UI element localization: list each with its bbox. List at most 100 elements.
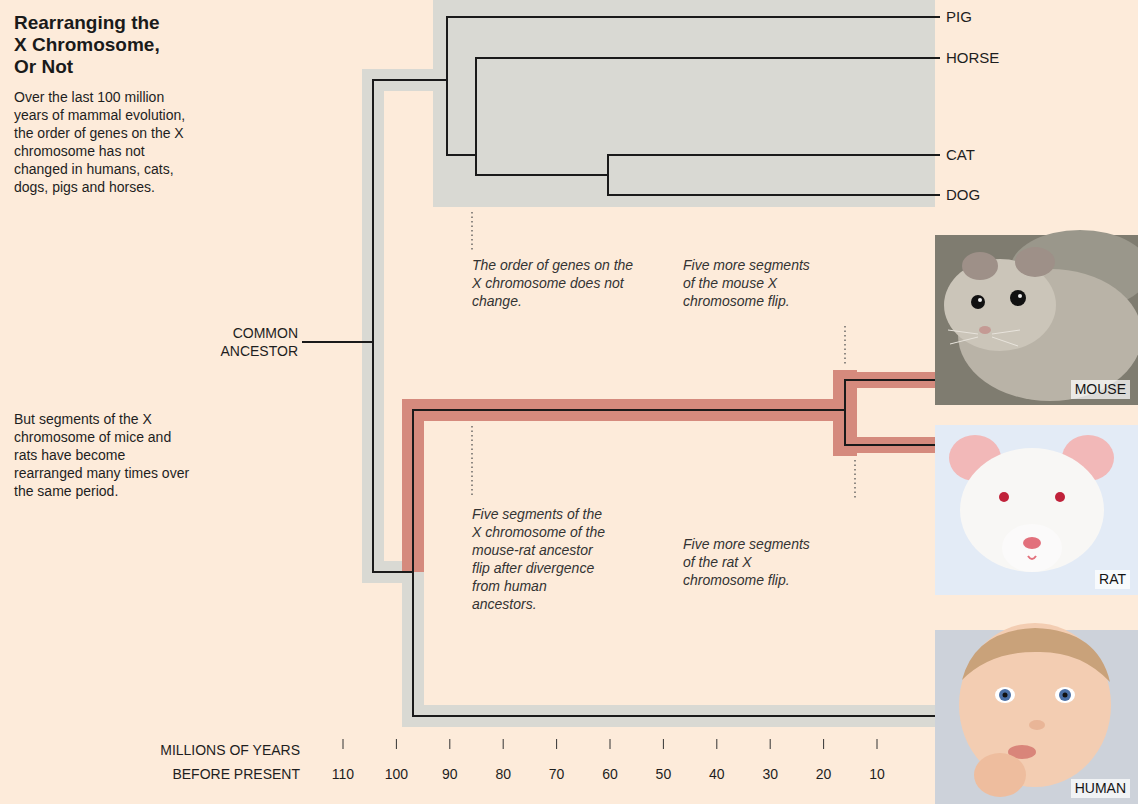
- species-photo: MOUSE: [935, 235, 1138, 405]
- baby-pupil: [1063, 693, 1068, 698]
- axis-title-box: MILLIONS OF YEARS BEFORE PRESENT: [125, 738, 300, 786]
- baby-eye: [995, 687, 1015, 703]
- axis-tick: [663, 739, 664, 749]
- axis-tick-label-box: 30: [748, 764, 792, 784]
- axis-tick-label-box: 90: [428, 764, 472, 784]
- node-label: COMMON ANCESTOR: [212, 324, 298, 360]
- axis-tick: [396, 739, 397, 749]
- baby-hand: [974, 753, 1026, 797]
- hamster-ear: [1015, 247, 1055, 277]
- annotation: Five more segments of the rat X chromoso…: [683, 535, 818, 589]
- axis-tick-label: 100: [374, 764, 418, 784]
- axis-tick-label-box: 20: [802, 764, 846, 784]
- species-label: DOG: [940, 186, 980, 204]
- eye-glint: [978, 298, 982, 302]
- annotation: Five segments of the X chromosome of the…: [472, 505, 612, 613]
- axis-tick-label-box: 60: [588, 764, 632, 784]
- leader-line: [854, 460, 855, 500]
- axis-tick: [449, 739, 450, 749]
- tree-branch: [302, 342, 935, 572]
- rat-snout: [1002, 524, 1062, 572]
- species-photo: RAT: [935, 425, 1138, 595]
- mouse-photo: [935, 230, 1138, 405]
- axis-tick-label-box: 40: [695, 764, 739, 784]
- rat-photo: [935, 425, 1138, 595]
- baby-pupil: [1003, 693, 1008, 698]
- axis-tick: [610, 739, 611, 749]
- annotation: The order of genes on the X chromosome d…: [472, 256, 640, 310]
- photo-caption: MOUSE: [1071, 380, 1130, 399]
- tree-branch: [302, 58, 940, 342]
- tree-branch: [302, 80, 940, 342]
- axis-tick-label: 10: [855, 764, 899, 784]
- tree-branch: [302, 342, 935, 572]
- annotation-box: The order of genes on the X chromosome d…: [472, 256, 640, 310]
- baby-iris: [999, 689, 1011, 701]
- axis-tick: [877, 739, 878, 749]
- rearranged-band: [845, 380, 935, 445]
- annotation-box: Five segments of the X chromosome of the…: [472, 505, 612, 613]
- photo-caption: HUMAN: [1071, 779, 1130, 798]
- node-label: DOG: [946, 186, 980, 204]
- rat-eye: [1055, 492, 1065, 502]
- baby-hair: [962, 628, 1110, 682]
- intro-text-box: Over the last 100 million years of mamma…: [14, 88, 194, 196]
- tree-branch: [302, 17, 940, 342]
- axis-tick: [716, 739, 717, 749]
- unchanged-band: [373, 80, 935, 716]
- axis-tick-label: 30: [748, 764, 792, 784]
- axis-tick-label-box: 80: [481, 764, 525, 784]
- axis-tick: [770, 739, 771, 749]
- species-photo: HUMAN: [935, 630, 1138, 804]
- hamster-eye: [1010, 290, 1026, 306]
- intro-text-box: But segments of the X chromosome of mice…: [14, 410, 194, 500]
- baby-eye: [1055, 687, 1075, 703]
- node-label: HORSE: [946, 49, 999, 67]
- species-label: CAT: [940, 146, 975, 164]
- axis-tick-label-box: 10: [855, 764, 899, 784]
- axis-tick-label: 60: [588, 764, 632, 784]
- axis-title: MILLIONS OF YEARS BEFORE PRESENT: [125, 738, 300, 786]
- axis-tick: [343, 739, 344, 749]
- tree-branch: [302, 80, 940, 342]
- ancestor-node: COMMON ANCESTOR: [208, 324, 302, 360]
- axis-tick-label: 110: [321, 764, 365, 784]
- rat-mouth: [1028, 556, 1036, 559]
- rat-nose: [1023, 537, 1041, 549]
- axis-tick-label-box: 50: [641, 764, 685, 784]
- title-block: Rearranging the X Chromosome, Or Not: [14, 12, 169, 78]
- leader-line: [844, 326, 845, 366]
- hamster-ear: [962, 252, 998, 280]
- annotation: Five more segments of the mouse X chromo…: [683, 256, 818, 310]
- axis-tick-label: 90: [428, 764, 472, 784]
- axis-tick: [823, 739, 824, 749]
- photo-ground: [935, 425, 1138, 595]
- tree-branch: [302, 342, 935, 716]
- axis-tick-label-box: 100: [374, 764, 418, 784]
- hamster-eye: [971, 295, 985, 309]
- species-label: PIG: [940, 8, 972, 26]
- whiskers: [948, 330, 1020, 346]
- axis-tick-label: 20: [802, 764, 846, 784]
- axis-tick-label-box: 110: [321, 764, 365, 784]
- eye-glint: [1018, 294, 1022, 298]
- photo-caption: RAT: [1095, 570, 1130, 589]
- rat-eye: [999, 492, 1009, 502]
- intro-text: But segments of the X chromosome of mice…: [14, 410, 194, 500]
- title: Rearranging the X Chromosome, Or Not: [14, 12, 169, 78]
- leader-line: [471, 212, 472, 250]
- node-label: PIG: [946, 8, 972, 26]
- axis-tick-label: 80: [481, 764, 525, 784]
- annotation-box: Five more segments of the mouse X chromo…: [683, 256, 818, 310]
- hamster-nose: [979, 326, 991, 334]
- intro-text: Over the last 100 million years of mamma…: [14, 88, 194, 196]
- species-label: HORSE: [940, 49, 999, 67]
- axis-tick: [503, 739, 504, 749]
- baby-iris: [1059, 689, 1071, 701]
- axis-tick-label-box: 70: [535, 764, 579, 784]
- human-photo: [935, 623, 1138, 804]
- node-label: CAT: [946, 146, 975, 164]
- leader-line: [471, 426, 472, 498]
- annotation-box: Five more segments of the rat X chromoso…: [683, 535, 818, 589]
